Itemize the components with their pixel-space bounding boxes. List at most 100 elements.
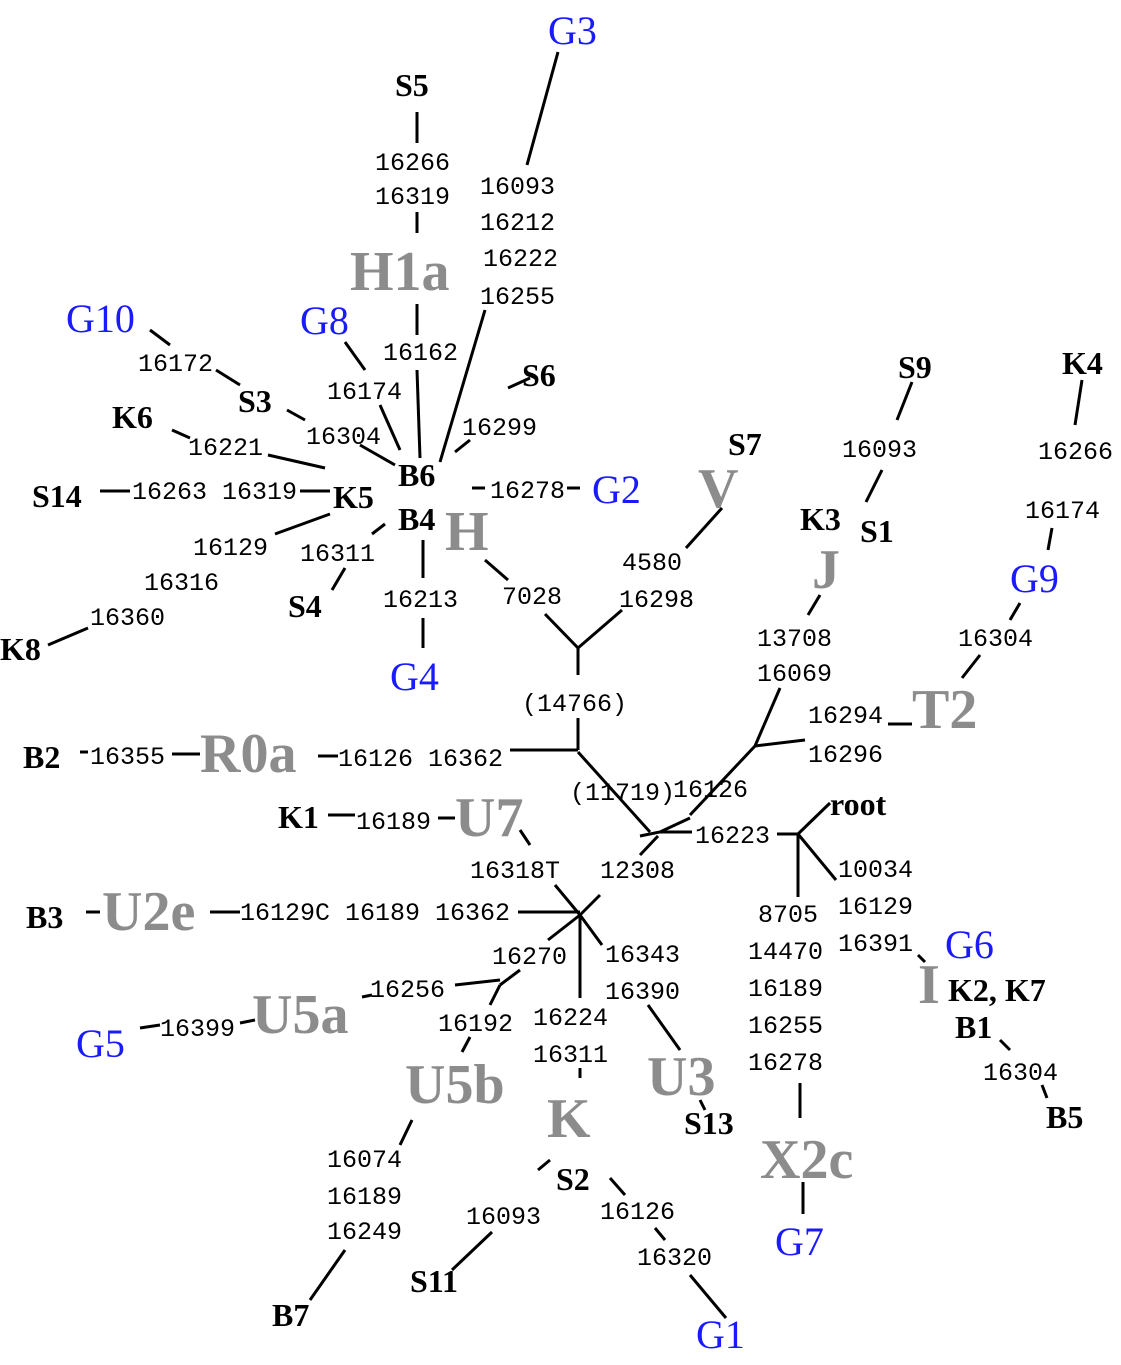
haplogroup-u7: U7 (455, 787, 523, 849)
mutation-label: 16318T (470, 857, 560, 886)
edge-s2-g1 (608, 1177, 627, 1196)
mutation-label: 16311 (300, 540, 375, 569)
edge-g10 (149, 328, 171, 347)
sample-k3: K3 (800, 501, 841, 537)
haplogroup-u5b: U5b (405, 1054, 505, 1116)
sample-b6: B6 (398, 457, 435, 493)
sample-s4: S4 (288, 588, 322, 624)
mutation-label: 16255 (480, 283, 555, 312)
mutation-label: 14470 (748, 938, 823, 967)
haplogroup-u3: U3 (647, 1046, 715, 1108)
edge-g8-b6 (378, 404, 402, 451)
mutation-label: 16391 (838, 930, 913, 959)
haplogroup-u2e: U2e (102, 881, 195, 943)
group-g6: G6 (945, 922, 994, 967)
edge-k-s2 (537, 1158, 551, 1172)
sample-s9: S9 (898, 349, 932, 385)
mutation-label: 16304 (983, 1059, 1058, 1088)
edge-s9-k3 (864, 469, 884, 503)
mutation-label: (11719) (570, 779, 675, 808)
edge-g1-mid (653, 1227, 667, 1241)
mutation-label: 16270 (492, 943, 567, 972)
mutation-label: 16093 (480, 173, 555, 202)
mutation-label: 16129 (838, 893, 913, 922)
edge-u5b (488, 984, 502, 1006)
edge-root (796, 801, 832, 836)
edge-j (753, 687, 782, 747)
mutation-label: 16298 (619, 586, 694, 615)
edge-h-7028 (484, 558, 509, 582)
mutation-label: 16256 (370, 976, 445, 1005)
mutation-label: 16296 (808, 741, 883, 770)
mutation-label: 16278 (748, 1049, 823, 1078)
edge-u5-2 (499, 968, 521, 987)
sample-k4: K4 (1062, 345, 1103, 381)
sample-b2: B2 (23, 739, 60, 775)
sample-s5: S5 (395, 67, 429, 103)
haplogroup-x2c: X2c (760, 1129, 853, 1191)
mutation-label: 8705 (758, 901, 818, 930)
mutation-label: 16266 (1038, 438, 1113, 467)
group-g7: G7 (775, 1219, 824, 1264)
mutation-label: 16255 (748, 1012, 823, 1041)
edge-g8 (343, 341, 367, 371)
edge-s3-b6-2 (359, 443, 396, 467)
haplogroup-j: J (812, 539, 840, 601)
haplogroup-i: I (918, 954, 940, 1016)
mutation-label: 13708 (757, 625, 832, 654)
edge-k8 (47, 626, 89, 647)
mutation-label: 16172 (138, 350, 213, 379)
haplogroup-labels: H1a H V J T2 R0a U7 U2e U5a U5b K U3 X2c… (102, 241, 977, 1191)
group-g4: G4 (390, 654, 439, 699)
edge-jt (688, 744, 757, 817)
edge-k5-k8 (274, 512, 331, 536)
edge-s6-b6 (454, 438, 471, 454)
sample-s2: S2 (556, 1161, 590, 1197)
sample-s1: S1 (860, 513, 894, 549)
edge-v (684, 506, 724, 550)
mutation-label: 16212 (480, 209, 555, 238)
sample-s14: S14 (32, 478, 82, 514)
mutation-label: 16343 (605, 941, 680, 970)
edge-u3-2 (646, 1004, 682, 1051)
edge-u5a-2 (361, 993, 373, 999)
mutation-label: 16126 (673, 776, 748, 805)
mutation-label: 16319 (375, 183, 450, 212)
edge-k4 (1073, 379, 1084, 426)
edge-j-2 (806, 594, 822, 616)
sample-b5: B5 (1046, 1099, 1083, 1135)
mutation-label: 16213 (383, 586, 458, 615)
mutation-label: 16162 (383, 339, 458, 368)
edge-s11 (450, 1230, 494, 1272)
mutation-label: 16390 (605, 978, 680, 1007)
edge-k6 (171, 428, 191, 440)
mutation-labels: 16266 16319 16093 16212 16222 16255 1616… (90, 149, 1113, 1273)
mutation-label: 16304 (306, 423, 381, 452)
mutation-label: 16126 16362 (338, 745, 503, 774)
edge-14766-junction (543, 608, 623, 651)
mutation-label: 4580 (622, 549, 682, 578)
group-g2: G2 (592, 467, 641, 512)
mutation-label: 16294 (808, 702, 883, 731)
edge-g5 (139, 1023, 161, 1030)
edge-k4-g9 (1046, 527, 1054, 551)
edge-b1-b5 (998, 1038, 1012, 1052)
haplogroup-h: H (445, 501, 489, 563)
edge-u5 (547, 913, 581, 942)
mutation-label: 16074 (327, 1146, 402, 1175)
mutation-label: 16399 (160, 1015, 235, 1044)
mutation-label: 16299 (462, 414, 537, 443)
sample-s3: S3 (238, 383, 272, 419)
haplogroup-h1a: H1a (350, 241, 450, 303)
edge-s6 (507, 376, 531, 390)
haplogroup-v: V (698, 458, 738, 520)
mutation-label: 16069 (757, 660, 832, 689)
edge-g9-t2-2 (960, 654, 982, 679)
sample-k8: K8 (0, 631, 41, 667)
group-g9: G9 (1010, 556, 1059, 601)
edge-g5-2 (239, 1018, 256, 1025)
mutation-label: 16129C 16189 16362 (240, 899, 510, 928)
edge-g10-s3 (215, 368, 241, 387)
edge-s13 (698, 1099, 707, 1111)
group-g8: G8 (300, 298, 349, 343)
